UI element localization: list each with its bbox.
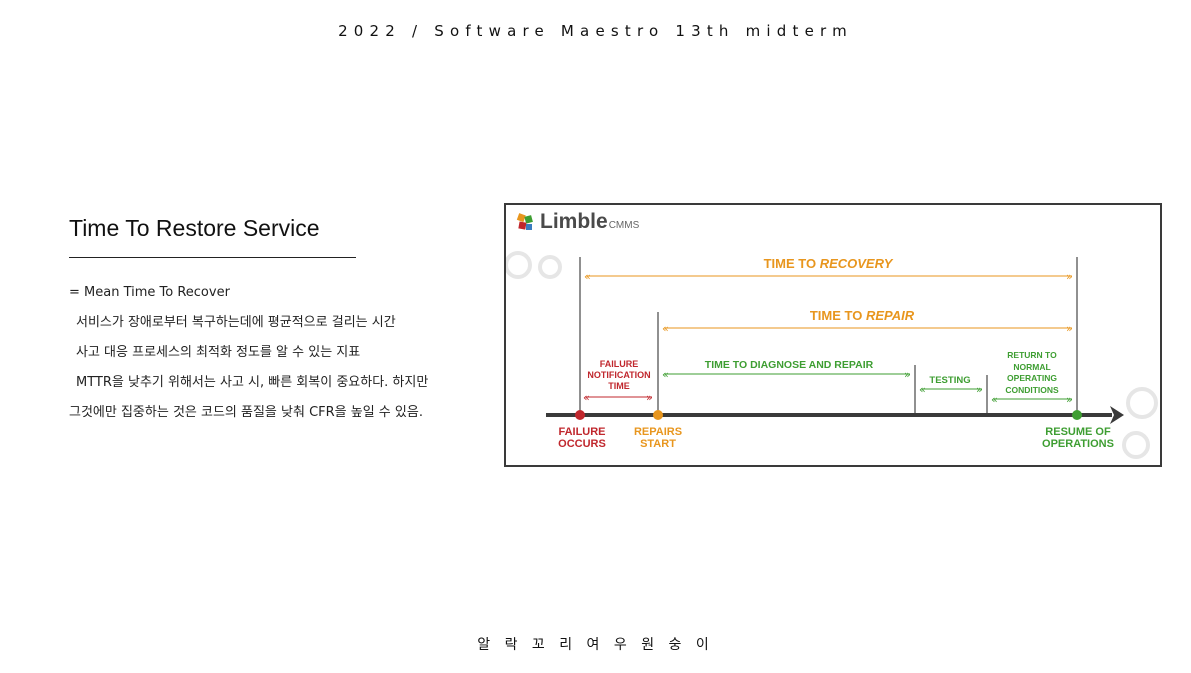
timeline-graphic: « » « » « » « » « » « » xyxy=(506,213,1158,459)
description-line: MTTR을 낮추기 위해서는 사고 시, 빠른 회복이 중요하다. 하지만 xyxy=(76,375,429,390)
resume-dot xyxy=(1072,410,1082,420)
failure-notification-label: FAILURE NOTIFICATION TIME xyxy=(587,359,651,391)
title-divider xyxy=(69,257,356,258)
description-list: = Mean Time To Recover 서비스가 장애로부터 복구하는데에… xyxy=(69,283,489,433)
description-line: = Mean Time To Recover xyxy=(69,285,230,300)
repairs-start-label: REPAIRS START xyxy=(633,426,683,450)
page-footer: 알 락 꼬 리 여 우 원 숭 이 xyxy=(477,637,714,653)
return-normal-label: RETURN TO NORMAL OPERATING CONDITIONS xyxy=(1005,350,1059,395)
gear-icon xyxy=(506,251,1158,459)
logo-word: Limble xyxy=(540,210,608,233)
chevron-right-icon: » xyxy=(646,391,653,404)
chevron-right-icon: » xyxy=(1066,322,1073,335)
limble-logo-icon xyxy=(516,213,533,230)
chevron-left-icon: « xyxy=(583,391,590,404)
arrow-right-icon xyxy=(1110,406,1124,424)
testing-label: TESTING xyxy=(929,375,971,386)
description-line: 사고 대응 프로세스의 최적화 정도를 알 수 있는 지표 xyxy=(76,345,361,360)
limble-logo: Limble CMMS xyxy=(536,210,639,234)
failure-dot xyxy=(575,410,585,420)
failure-occurs-label: FAILURE OCCURS xyxy=(558,426,606,450)
chevron-left-icon: « xyxy=(584,270,591,283)
diagnose-repair-label: TIME TO DIAGNOSE AND REPAIR xyxy=(704,359,874,371)
chevron-left-icon: « xyxy=(991,393,998,406)
chevron-right-icon: » xyxy=(1066,393,1073,406)
chevron-right-icon: » xyxy=(1066,270,1073,283)
description-line: 그것에만 집중하는 것은 코드의 품질을 낮춰 CFR을 높일 수 있음. xyxy=(69,405,423,420)
page-header: 2022 / Software Maestro 13th midterm xyxy=(338,22,853,40)
section-title: Time To Restore Service xyxy=(69,215,320,241)
chevron-left-icon: « xyxy=(919,383,926,396)
logo-sub: CMMS xyxy=(608,220,640,231)
description-line: 서비스가 장애로부터 복구하는데에 평균적으로 걸리는 시간 xyxy=(76,315,396,330)
chevron-right-icon: » xyxy=(976,383,983,396)
chevron-left-icon: « xyxy=(662,322,669,335)
resume-operations-label: RESUME OF OPERATIONS xyxy=(1042,426,1114,450)
chevron-left-icon: « xyxy=(662,368,669,381)
time-to-repair-label: TIME TO REPAIR xyxy=(809,308,915,323)
time-to-recovery-label: TIME TO RECOVERY xyxy=(763,256,893,271)
repairs-start-dot xyxy=(653,410,663,420)
chevron-right-icon: » xyxy=(904,368,911,381)
mttr-timeline-diagram: « » « » « » « » « » « » xyxy=(504,203,1162,467)
